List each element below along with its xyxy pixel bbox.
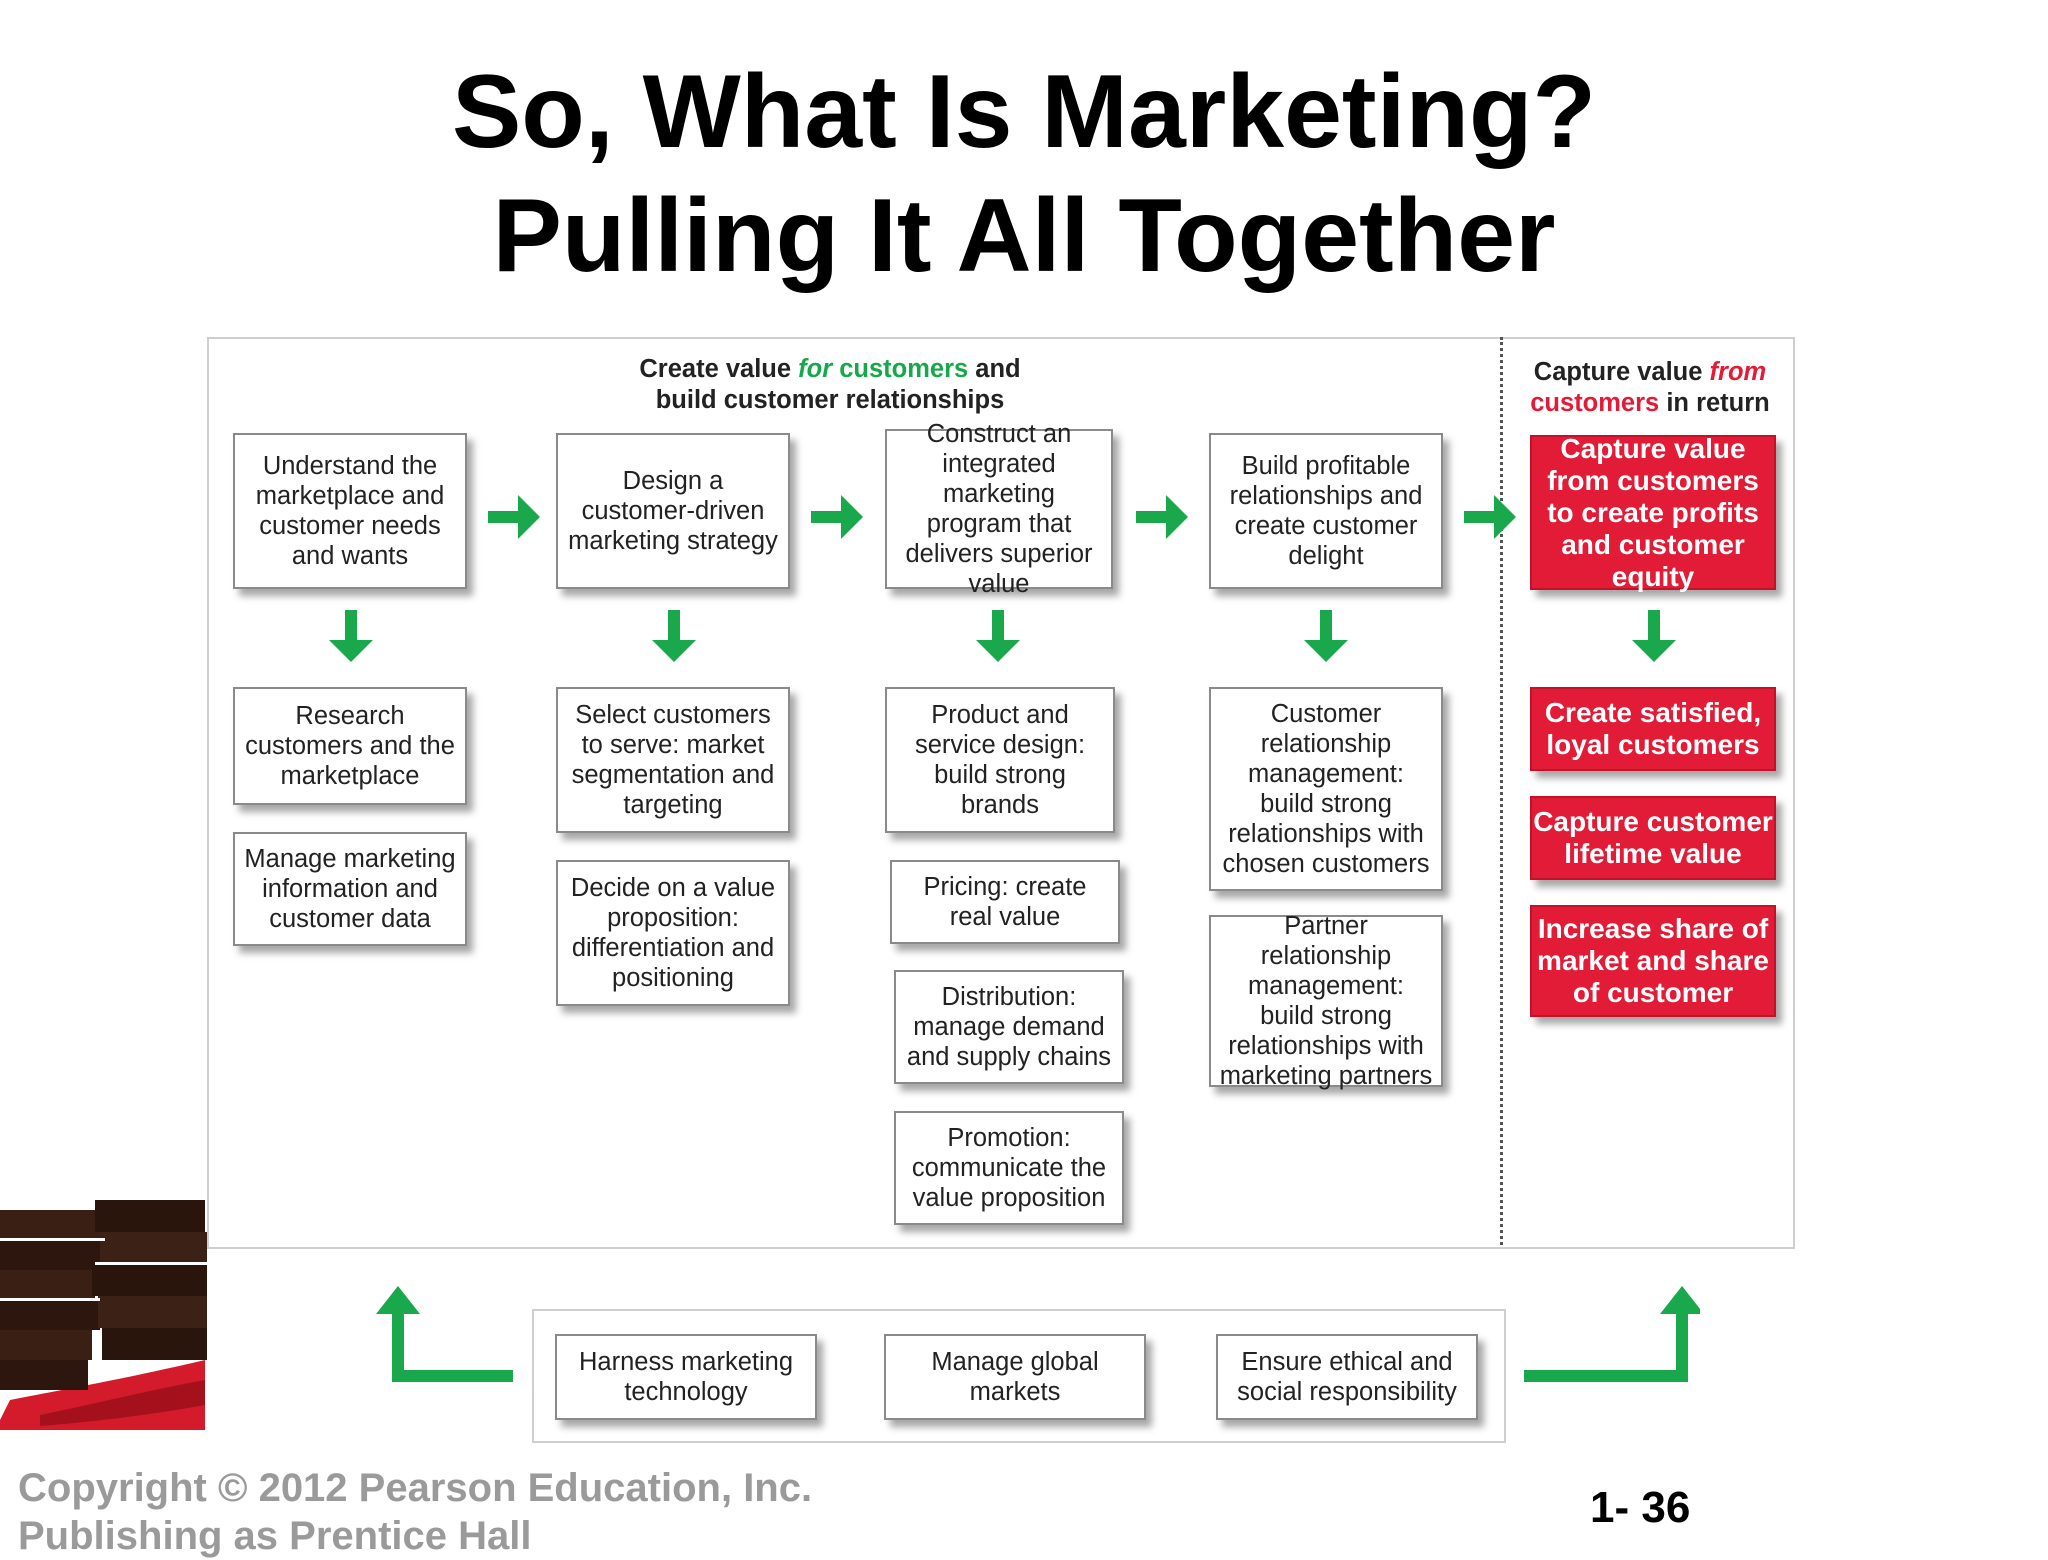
support-box-global: Manage global markets — [884, 1334, 1146, 1420]
capture-sub3-box: Increase share of market and share of cu… — [1530, 905, 1776, 1017]
arrow-down-icon — [1304, 610, 1348, 662]
step1-box: Understand the marketplace and customer … — [233, 433, 467, 589]
slide-title-line1: So, What Is Marketing? — [451, 54, 1597, 170]
arrow-down-icon — [329, 610, 373, 662]
left-section-header: Create value for customers and build cus… — [639, 355, 1021, 414]
col3-sub4-box: Promotion: communicate the value proposi… — [894, 1111, 1124, 1225]
capture-sub1-box: Create satisfied, loyal customers — [1530, 687, 1776, 771]
step3-box: Construct an integrated marketing progra… — [885, 420, 1113, 598]
arrow-right-icon — [1464, 495, 1516, 539]
support-box-technology: Harness marketing technology — [555, 1334, 817, 1420]
col3-sub2-box: Pricing: create real value — [890, 860, 1120, 944]
col2-sub1-box: Select customers to serve: market segmen… — [556, 687, 790, 833]
arrow-up-right-icon — [1524, 1286, 1700, 1382]
capture-sub2-box: Capture customer lifetime value — [1530, 796, 1776, 880]
right-section-header: Capture value from customers in return — [1530, 358, 1770, 417]
col4-sub1-box: Customer relationship management: build … — [1209, 687, 1443, 891]
arrow-down-icon — [652, 610, 696, 662]
support-box-ethics: Ensure ethical and social responsibility — [1216, 1334, 1478, 1420]
arrow-down-icon — [976, 610, 1020, 662]
section-divider — [1500, 337, 1503, 1245]
arrow-up-left-icon — [376, 1286, 513, 1382]
col1-sub1-box: Research customers and the marketplace — [233, 687, 467, 805]
copyright-text: Copyright © 2012 Pearson Education, Inc.… — [18, 1466, 813, 1558]
col3-sub3-box: Distribution: manage demand and supply c… — [894, 970, 1124, 1084]
arrow-right-icon — [1136, 495, 1188, 539]
chocolate-image — [0, 1200, 207, 1430]
slide-title-line2: Pulling It All Together — [492, 178, 1556, 294]
arrow-right-icon — [811, 495, 863, 539]
step2-box: Design a customer-driven marketing strat… — [556, 433, 790, 589]
arrow-right-icon — [488, 495, 540, 539]
arrow-down-icon — [1632, 610, 1676, 662]
col3-sub1-box: Product and service design: build strong… — [885, 687, 1115, 833]
col2-sub2-box: Decide on a value proposition: different… — [556, 860, 790, 1006]
step4-box: Build profitable relationships and creat… — [1209, 433, 1443, 589]
col1-sub2-box: Manage marketing information and custome… — [233, 832, 467, 946]
step5-capture-box: Capture value from customers to create p… — [1530, 433, 1776, 592]
page-number: 1- 36 — [1590, 1483, 1691, 1532]
col4-sub2-box: Partner relationship management: build s… — [1209, 912, 1443, 1090]
